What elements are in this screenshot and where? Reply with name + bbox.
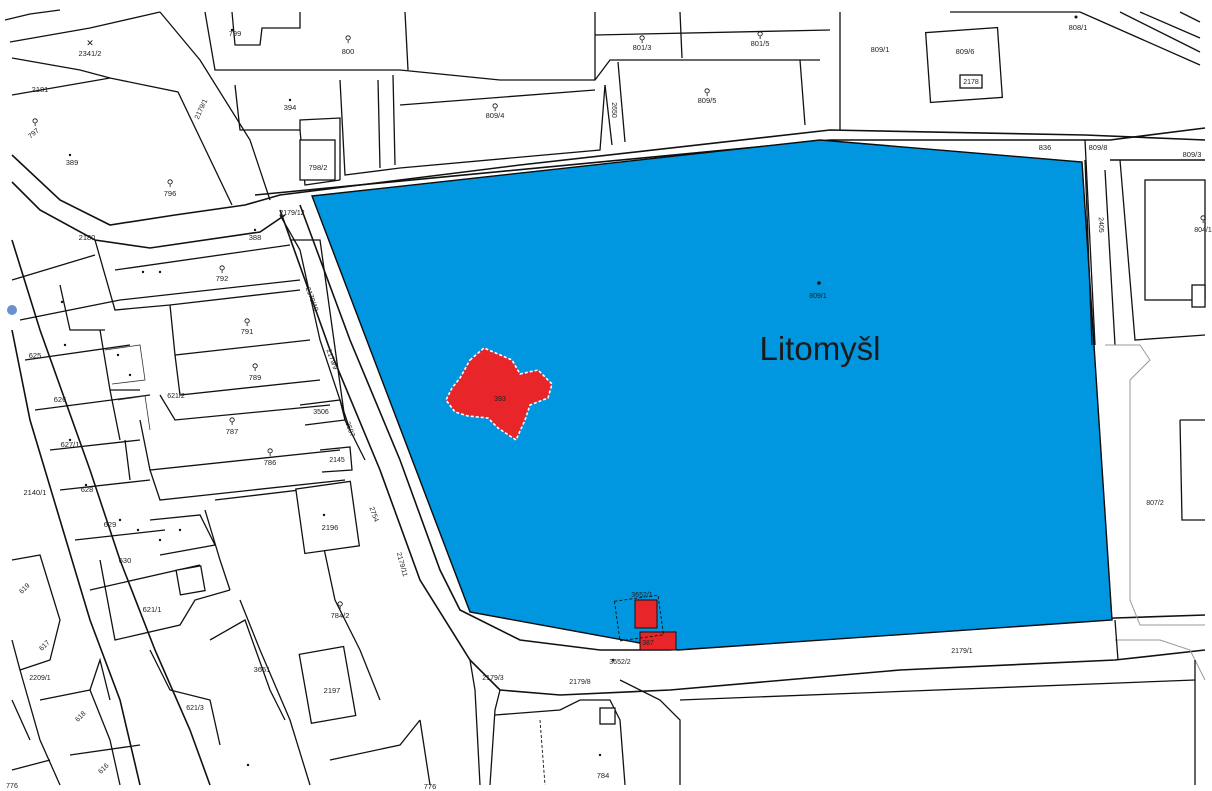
parcel-label[interactable]: 792 bbox=[216, 274, 229, 283]
parcel-label[interactable]: 801/5 bbox=[751, 39, 770, 48]
parcel-label[interactable]: 629 bbox=[104, 520, 117, 529]
parcel-label[interactable]: 789 bbox=[249, 373, 262, 382]
key-symbol-icon: ⚲ bbox=[337, 601, 344, 611]
parcel-label[interactable]: 809/4 bbox=[486, 111, 505, 120]
parcel-label[interactable]: 2179/12 bbox=[279, 210, 304, 217]
key-symbol-icon: ⚲ bbox=[1200, 215, 1207, 225]
key-symbol-icon: ⚲ bbox=[757, 31, 764, 41]
key-symbol-icon: ⚲ bbox=[252, 363, 259, 373]
pin-icon[interactable] bbox=[7, 305, 17, 315]
parcel-label[interactable]: 2180 bbox=[79, 233, 96, 242]
key-symbol-icon: ⚲ bbox=[219, 265, 226, 275]
bottom-parcels bbox=[329, 659, 1196, 786]
parcel-label[interactable]: 3507 bbox=[343, 421, 355, 438]
parcel-label[interactable]: 798/2 bbox=[309, 163, 328, 172]
parcel-label[interactable]: 776 bbox=[424, 782, 437, 791]
parcel-label[interactable]: 776 bbox=[6, 783, 18, 790]
parcel-label[interactable]: 393 bbox=[494, 396, 506, 403]
parcel-label[interactable]: 784/2 bbox=[331, 611, 350, 620]
parcel-label[interactable]: 809/5 bbox=[698, 96, 717, 105]
parcel-label[interactable]: 796 bbox=[164, 189, 177, 198]
parcel-label[interactable]: 2178 bbox=[963, 79, 979, 86]
key-symbol-icon: ⚲ bbox=[244, 318, 251, 328]
parcel-label[interactable]: 2196 bbox=[322, 523, 339, 532]
parcel-label[interactable]: 3652/1 bbox=[631, 592, 653, 599]
town-label: Litomyšl bbox=[759, 330, 880, 367]
parcel-label[interactable]: 2341/2 bbox=[79, 49, 102, 58]
parcel-label[interactable]: 3651 bbox=[254, 665, 271, 674]
parcel-label[interactable]: 809/1 bbox=[809, 293, 827, 300]
parcel-label[interactable]: 2650 bbox=[610, 102, 617, 118]
parcel-label[interactable]: 807/2 bbox=[1146, 500, 1164, 507]
parcel-label[interactable]: 787 bbox=[226, 427, 239, 436]
key-symbol-icon: ⚲ bbox=[267, 448, 274, 458]
key-symbol-icon: ⚲ bbox=[32, 118, 39, 128]
right-parcels bbox=[1084, 139, 1206, 785]
parcel-label[interactable]: 2209/1 bbox=[29, 675, 51, 682]
parcel-label[interactable]: 791 bbox=[241, 327, 254, 336]
parcel-label[interactable]: 388 bbox=[249, 233, 262, 242]
left-parcels bbox=[11, 214, 381, 786]
key-symbol-icon: ⚲ bbox=[345, 35, 352, 45]
parcel-label[interactable]: 627/1 bbox=[61, 440, 80, 449]
parcel-label[interactable]: 800 bbox=[342, 47, 355, 56]
parcel-label[interactable]: 809/6 bbox=[956, 47, 975, 56]
parcel-label[interactable]: 804/1 bbox=[1194, 227, 1212, 234]
top-parcels bbox=[4, 9, 1201, 206]
parcel-label[interactable]: 387 bbox=[642, 640, 654, 647]
parcel-label[interactable]: 626 bbox=[54, 395, 67, 404]
parcel-labels: Litomyšl 799 ⚲ 800 ⚲ 801/3 ⚲ 801/5 809/1… bbox=[6, 23, 1212, 791]
parcel-label[interactable]: 394 bbox=[284, 103, 297, 112]
parcel-label[interactable]: 3506 bbox=[313, 409, 329, 416]
parcel-label[interactable]: 799 bbox=[229, 29, 242, 38]
parcel-label[interactable]: 630 bbox=[119, 556, 132, 565]
parcel-label[interactable]: 2140/1 bbox=[24, 488, 47, 497]
parcel-label[interactable]: 3652/2 bbox=[609, 659, 631, 666]
parcel-label[interactable]: 2179/8 bbox=[569, 679, 591, 686]
parcel-label[interactable]: 389 bbox=[66, 158, 79, 167]
parcel-label[interactable]: 628 bbox=[81, 485, 94, 494]
markers bbox=[60, 15, 1078, 767]
parcel-label[interactable]: 808/1 bbox=[1069, 23, 1088, 32]
parcel-label[interactable]: 2181 bbox=[32, 85, 49, 94]
key-symbol-icon: ⚲ bbox=[704, 88, 711, 98]
parcel-label[interactable]: 809/1 bbox=[871, 45, 890, 54]
parcel-label[interactable]: 621/1 bbox=[143, 605, 162, 614]
parcel-label[interactable]: 2179/1 bbox=[951, 648, 973, 655]
key-symbol-icon: ⚲ bbox=[167, 179, 174, 189]
parcel-label[interactable]: 784 bbox=[597, 771, 610, 780]
building-small-1[interactable] bbox=[634, 599, 658, 629]
parcel-label[interactable]: 836 bbox=[1039, 143, 1052, 152]
building-church[interactable] bbox=[445, 347, 553, 442]
building-small-2[interactable] bbox=[639, 631, 677, 651]
parcel-label[interactable]: 621/2 bbox=[167, 393, 185, 400]
parcel-label[interactable]: 809/3 bbox=[1183, 150, 1202, 159]
parcel-label[interactable]: 2405 bbox=[1097, 217, 1105, 233]
key-symbol-icon: ⚲ bbox=[229, 417, 236, 427]
parcel-label[interactable]: 809/8 bbox=[1089, 143, 1108, 152]
crossed-hammers-icon: ✕ bbox=[86, 39, 94, 49]
key-symbol-icon: ⚲ bbox=[492, 103, 499, 113]
parcel-label[interactable]: 786 bbox=[264, 458, 277, 467]
parcel-label[interactable]: 2179/3 bbox=[482, 675, 504, 682]
parcel-label[interactable]: 801/3 bbox=[633, 43, 652, 52]
parcel-label[interactable]: 625 bbox=[29, 351, 42, 360]
parcel-label[interactable]: 2197 bbox=[324, 686, 341, 695]
parcel-label[interactable]: 2754 bbox=[367, 506, 379, 523]
parcel-label[interactable]: 2145 bbox=[329, 457, 345, 464]
key-symbol-icon: ⚲ bbox=[639, 35, 646, 45]
parcel-label[interactable]: 621/3 bbox=[186, 705, 204, 712]
